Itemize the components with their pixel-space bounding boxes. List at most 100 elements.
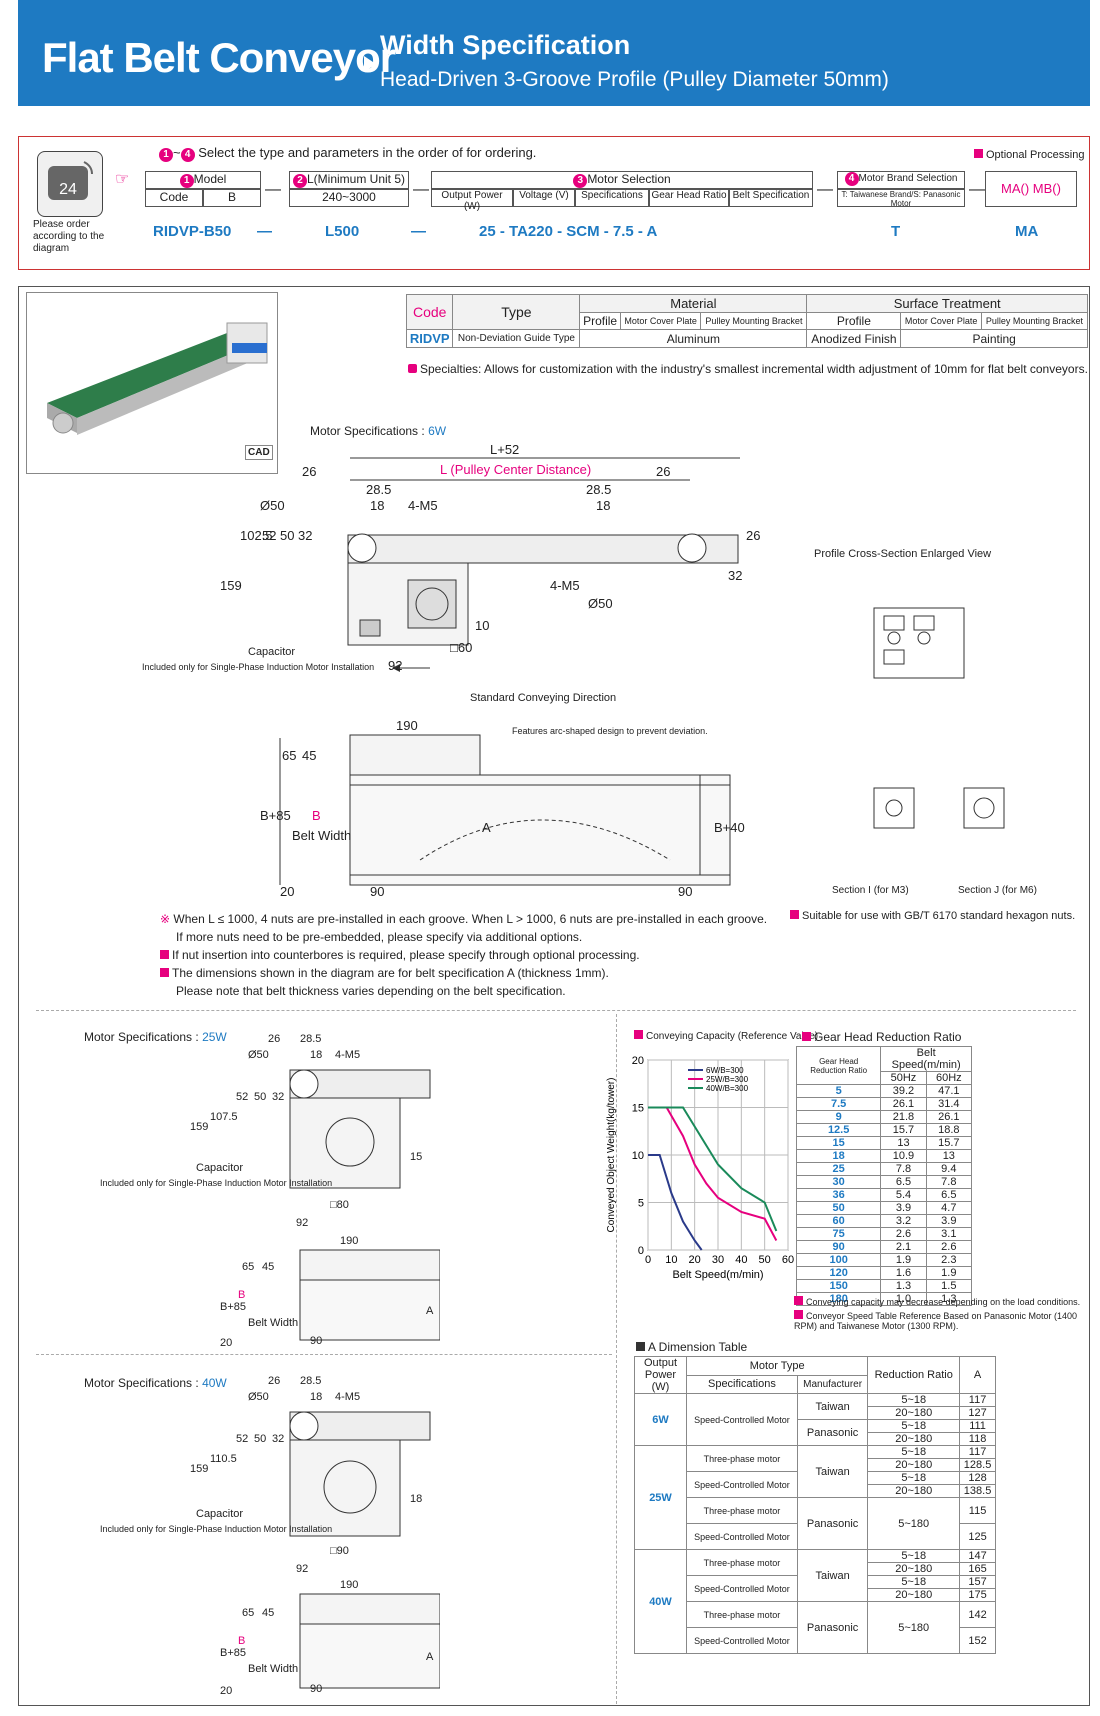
note-line: Please note that belt thickness varies d…: [176, 984, 566, 998]
dim-label: 15: [410, 1151, 422, 1163]
a-mfr: Taiwan: [796, 1393, 869, 1420]
cad-badge[interactable]: CAD: [245, 445, 273, 460]
motor-col: Voltage (V): [513, 189, 575, 207]
example-brand: T: [891, 223, 901, 240]
dim-label: 18: [310, 1049, 322, 1061]
dim-label: B: [238, 1289, 245, 1301]
dim-label: B: [238, 1635, 245, 1647]
ratio-cell: 50: [795, 1201, 882, 1215]
dim-label: 92: [296, 1563, 308, 1575]
capacitor-label-25w: Capacitor: [196, 1162, 244, 1174]
speed-cell: 31.4: [925, 1097, 973, 1111]
dim-label: 20: [220, 1685, 232, 1697]
ratio-table-title: Gear Head Reduction Ratio: [802, 1030, 961, 1044]
direction-label: Standard Conveying Direction: [470, 692, 617, 704]
a-ratio: 5~18: [867, 1575, 961, 1589]
spec-type-value: Non-Deviation Guide Type: [452, 329, 581, 348]
arc-note: Features arc-shaped design to prevent de…: [512, 726, 708, 736]
ratio-cell: 36: [795, 1188, 882, 1202]
a-mfr: Taiwan: [796, 1445, 869, 1498]
ratio-cell: 7.5: [795, 1097, 882, 1111]
dim-label: 90: [310, 1335, 322, 1347]
a-ratio: 5~18: [867, 1549, 961, 1563]
dash: —: [413, 181, 429, 198]
ratio-cell: 15: [795, 1136, 882, 1150]
a-dimension-table: Output Power (W) Motor Type Reduction Ra…: [634, 1356, 996, 1654]
speed-cell: 3.1: [925, 1227, 973, 1241]
spec-bracket-header: Pulley Mounting Bracket: [700, 312, 808, 330]
a-mfr: Panasonic: [796, 1497, 869, 1550]
example-l: L500: [325, 223, 360, 240]
dim-label: 32: [728, 568, 742, 583]
dim-label: □60: [450, 640, 472, 655]
dim-label: 28.5: [366, 482, 391, 497]
a-val: 111: [959, 1419, 996, 1433]
dim-label: 45: [262, 1607, 274, 1619]
ratio-cell: 120: [795, 1266, 882, 1280]
optional-header: Optional Processing: [974, 149, 1084, 161]
a-val: 115: [959, 1497, 996, 1524]
spec-bracket-header-2: Pulley Mounting Bracket: [980, 312, 1089, 330]
x-tick-label: 10: [665, 1254, 677, 1266]
spec-type-header: Type: [452, 294, 581, 330]
speed-cell: 1.9: [925, 1266, 973, 1280]
speed-cell: 15.7: [925, 1136, 973, 1150]
profile-view-title: Profile Cross-Section Enlarged View: [814, 548, 992, 560]
speed-cell: 2.6: [925, 1240, 973, 1254]
speed-cell: 7.8: [880, 1162, 927, 1176]
motor-col: Output Power (W): [431, 189, 513, 212]
dim-label: 65: [282, 748, 296, 763]
y-tick-label: 0: [638, 1245, 644, 1257]
a-h-output: Output Power (W): [634, 1356, 687, 1394]
divider: [36, 1010, 1076, 1011]
speed-cell: 10.9: [880, 1149, 927, 1163]
x-tick-label: 40: [735, 1254, 747, 1266]
speed-cell: 2.1: [880, 1240, 927, 1254]
motor-col: Gear Head Ratio: [649, 189, 729, 207]
speed-cell: 5.4: [880, 1188, 927, 1202]
order-instruction-text: Select the type and parameters in the or…: [198, 145, 537, 160]
dim-label: Belt Width: [248, 1317, 298, 1329]
dim-label: L+52: [490, 442, 519, 457]
speed-cell: 15.7: [880, 1123, 927, 1137]
l-label: L(Minimum Unit 5): [306, 172, 405, 186]
dim-label: 18: [596, 498, 610, 513]
ratio-cell: 18: [795, 1149, 882, 1163]
dim-label: 28.5: [586, 482, 611, 497]
example-motor: 25 - TA220 - SCM - 7.5 - A: [479, 223, 658, 240]
code-value: B: [203, 189, 261, 207]
y-tick-label: 15: [632, 1103, 644, 1115]
x-tick-label: 50: [759, 1254, 771, 1266]
a-val: 128.5: [959, 1458, 996, 1472]
specialties-note: Specialties: Allows for customization wi…: [408, 362, 1088, 376]
speed-cell: 3.9: [880, 1201, 927, 1215]
dim-label: 28.5: [300, 1375, 321, 1387]
a-h-motor: Motor Type: [685, 1356, 869, 1376]
speed-cell: 13: [880, 1136, 927, 1150]
ratio-note-2: Conveyor Speed Table Reference Based on …: [794, 1310, 1084, 1331]
series-line: [648, 1106, 778, 1232]
speed-cell: 13: [925, 1149, 973, 1163]
a-val: 142: [959, 1601, 996, 1628]
speed-cell: 1.9: [880, 1253, 927, 1267]
a-val: 117: [959, 1393, 996, 1407]
a-ratio: 20~180: [867, 1484, 961, 1498]
header-banner: Flat Belt Conveyor Width Specification H…: [18, 0, 1090, 106]
ratio-cell: 180: [795, 1292, 882, 1306]
dim-label: B+85: [220, 1301, 246, 1313]
brand-desc: T: Taiwanese Brand/S: Panasonic Motor: [837, 189, 965, 208]
page-subtitle: Width Specification: [380, 30, 631, 60]
optional-label: Optional Processing: [986, 149, 1085, 161]
spec-surf-profile: Anodized Finish: [806, 329, 902, 348]
speed-cell: 7.8: [925, 1175, 973, 1189]
speed-cell: 6.5: [880, 1175, 927, 1189]
speed-cell: 2.6: [880, 1227, 927, 1241]
a-ratio: 5~18: [867, 1393, 961, 1407]
dim-label: 92: [388, 658, 402, 673]
dim-label: 4-M5: [335, 1391, 360, 1403]
a-h-a: A: [959, 1356, 996, 1394]
dash: —: [969, 181, 985, 198]
motor-col: Belt Specification: [729, 189, 813, 207]
